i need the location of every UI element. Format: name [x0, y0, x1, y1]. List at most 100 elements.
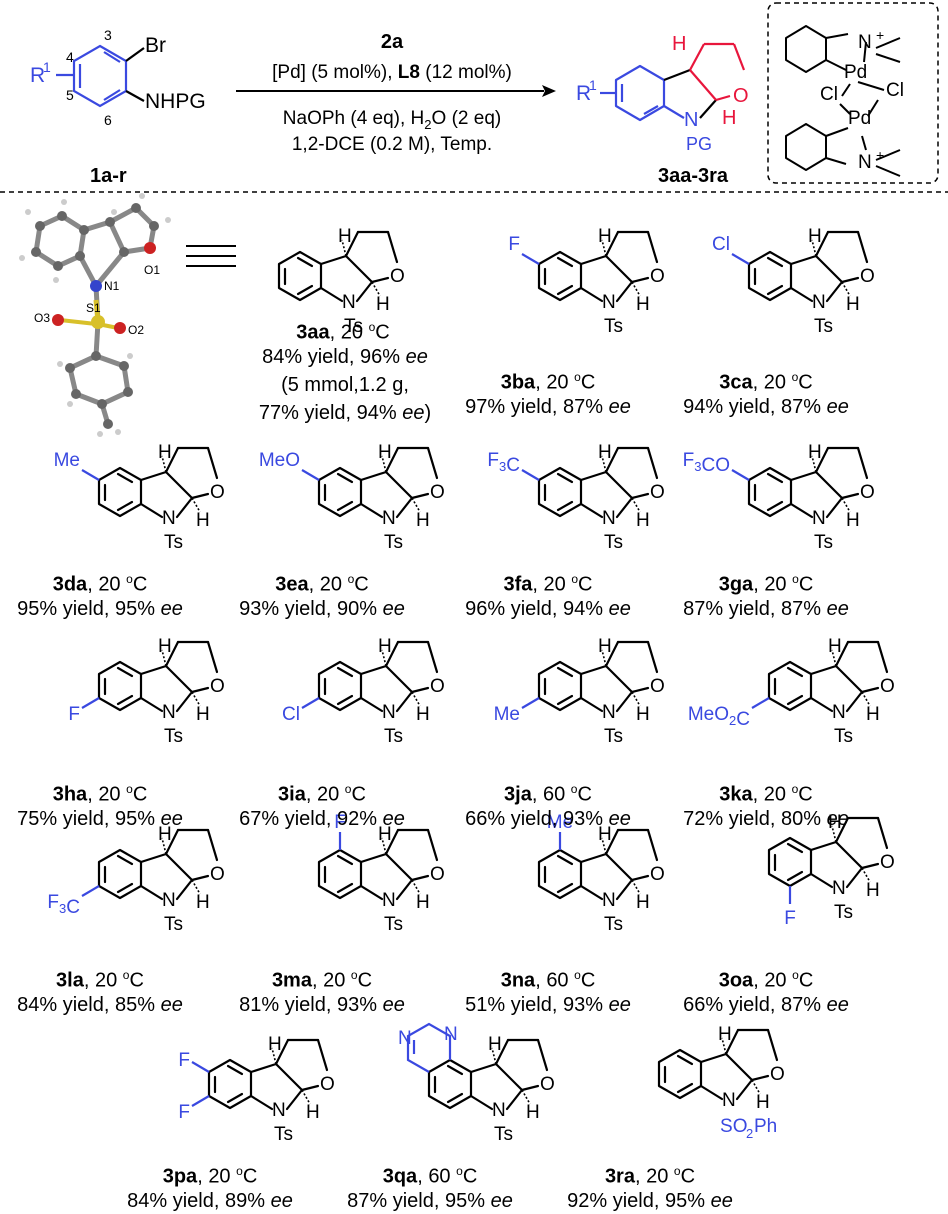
prod-r-sup: 1 — [589, 77, 597, 93]
caption-head: 3la, 20 oC — [56, 968, 144, 992]
atom-o: O — [430, 864, 445, 885]
atom-ts: Ts — [164, 726, 183, 747]
atom-h-bottom: H — [636, 294, 650, 315]
atom-h-top: H — [378, 442, 392, 463]
caption-3aa-scale-yield: 77% yield, 94% ee) — [258, 402, 432, 424]
atom-ts: Ts — [494, 1124, 513, 1145]
atom-o: O — [650, 266, 665, 287]
pos-5: 5 — [66, 87, 74, 103]
atom-n-ring-2: N — [398, 1028, 412, 1049]
caption-yield: 84% yield, 89% ee — [127, 1190, 293, 1212]
atom-h-bottom: H — [846, 294, 860, 315]
caption-head: 3ea, 20 oC — [275, 572, 369, 596]
xray-o1: O1 — [144, 263, 160, 277]
atom-h-bottom: H — [306, 1102, 320, 1123]
caption-head: 3fa, 20 oC — [503, 572, 593, 596]
atom-o: O — [210, 482, 225, 503]
prod-pg: PG — [686, 134, 712, 154]
atom-n: N — [602, 702, 616, 723]
atom-ts: Ts — [384, 532, 403, 553]
cond-line-2: [Pd] (5 mol%), L8 (12 mol%) — [272, 62, 512, 83]
prod-r: R — [576, 82, 591, 105]
atom-h-top: H — [598, 226, 612, 247]
caption-head: 3ha, 20 oC — [52, 782, 148, 806]
atom-h-top: H — [718, 1024, 732, 1045]
atom-n: N — [492, 1100, 506, 1121]
catalyst-box: N + Pd Cl Cl Pd N + — [767, 2, 939, 184]
atom-h-bottom: H — [416, 704, 430, 725]
atom-o: O — [390, 266, 405, 287]
cat-cl2: Cl — [820, 84, 838, 105]
starting-material: R 1 Br NHPG 3 4 5 6 1a-r — [30, 27, 206, 187]
sm-br: Br — [145, 34, 166, 57]
caption-yield: 66% yield, 87% ee — [683, 994, 849, 1016]
cat-n2: N — [858, 152, 872, 173]
atom-n: N — [722, 1090, 736, 1111]
atom-h-top: H — [268, 1034, 282, 1055]
atom-h-bottom: H — [416, 892, 430, 913]
atom-h-bottom: H — [636, 510, 650, 531]
caption-head: 3ga, 20 oC — [718, 572, 814, 596]
substituent: F3C — [47, 892, 80, 918]
atom-h-top: H — [598, 636, 612, 657]
cat-pd2: Pd — [848, 108, 871, 129]
cat-plus1: + — [876, 27, 884, 43]
caption-head: 3ra, 20 oC — [604, 1164, 696, 1188]
atom-n: N — [382, 508, 396, 529]
substituent: Cl — [282, 704, 300, 725]
atom-o: O — [770, 1064, 785, 1085]
caption-yield: 67% yield, 92% ee — [239, 808, 405, 830]
substituent: F — [178, 1102, 190, 1123]
substituent: F — [784, 908, 796, 929]
caption-3aa-head: 3aa, 20 oC — [296, 320, 390, 344]
atom-so: SO — [720, 1116, 747, 1137]
atom-h-top: H — [488, 1034, 502, 1055]
substituent: Me — [494, 704, 520, 725]
caption-yield: 81% yield, 93% ee — [239, 994, 405, 1016]
reaction-arrow — [236, 85, 556, 97]
equivalent-sign — [186, 245, 236, 267]
substituent: F — [334, 812, 346, 833]
atom-h-top: H — [158, 824, 172, 845]
caption-head: 3ia, 20 oC — [278, 782, 366, 806]
caption-head: 3qa, 60 oC — [382, 1164, 478, 1188]
caption-yield: 75% yield, 95% ee — [17, 808, 183, 830]
atom-h-bottom: H — [416, 510, 430, 531]
atom-o: O — [650, 864, 665, 885]
cat-cl1: Cl — [886, 80, 904, 101]
cat-n1: N — [858, 32, 872, 53]
atom-h-bottom: H — [196, 892, 210, 913]
caption-yield: 97% yield, 87% ee — [465, 396, 631, 418]
atom-n: N — [832, 878, 846, 899]
substituent: F — [178, 1050, 190, 1071]
atom-n: N — [162, 702, 176, 723]
caption-head: 3ma, 20 oC — [271, 968, 373, 992]
atom-n: N — [832, 702, 846, 723]
atom-h-bottom: H — [866, 880, 880, 901]
atom-h-top: H — [598, 824, 612, 845]
atom-ts: Ts — [604, 726, 623, 747]
atom-ts: Ts — [384, 914, 403, 935]
atom-o: O — [860, 266, 875, 287]
atom-h-top: H — [808, 226, 822, 247]
atom-h-top: H — [158, 442, 172, 463]
atom-h-top: H — [378, 636, 392, 657]
atom-n: N — [162, 508, 176, 529]
atom-n: N — [162, 890, 176, 911]
atom-n: N — [272, 1100, 286, 1121]
atom-ts: Ts — [604, 316, 623, 337]
caption-yield: 84% yield, 85% ee — [17, 994, 183, 1016]
atom-h-top: H — [828, 812, 842, 833]
atom-ts: Ts — [164, 532, 183, 553]
reaction-conditions: 2a [Pd] (5 mol%), L8 (12 mol%) NaOPh (4 … — [272, 31, 512, 155]
caption-yield: 72% yield, 80% ee — [683, 808, 849, 830]
atom-ts: Ts — [604, 914, 623, 935]
atom-o: O — [210, 864, 225, 885]
